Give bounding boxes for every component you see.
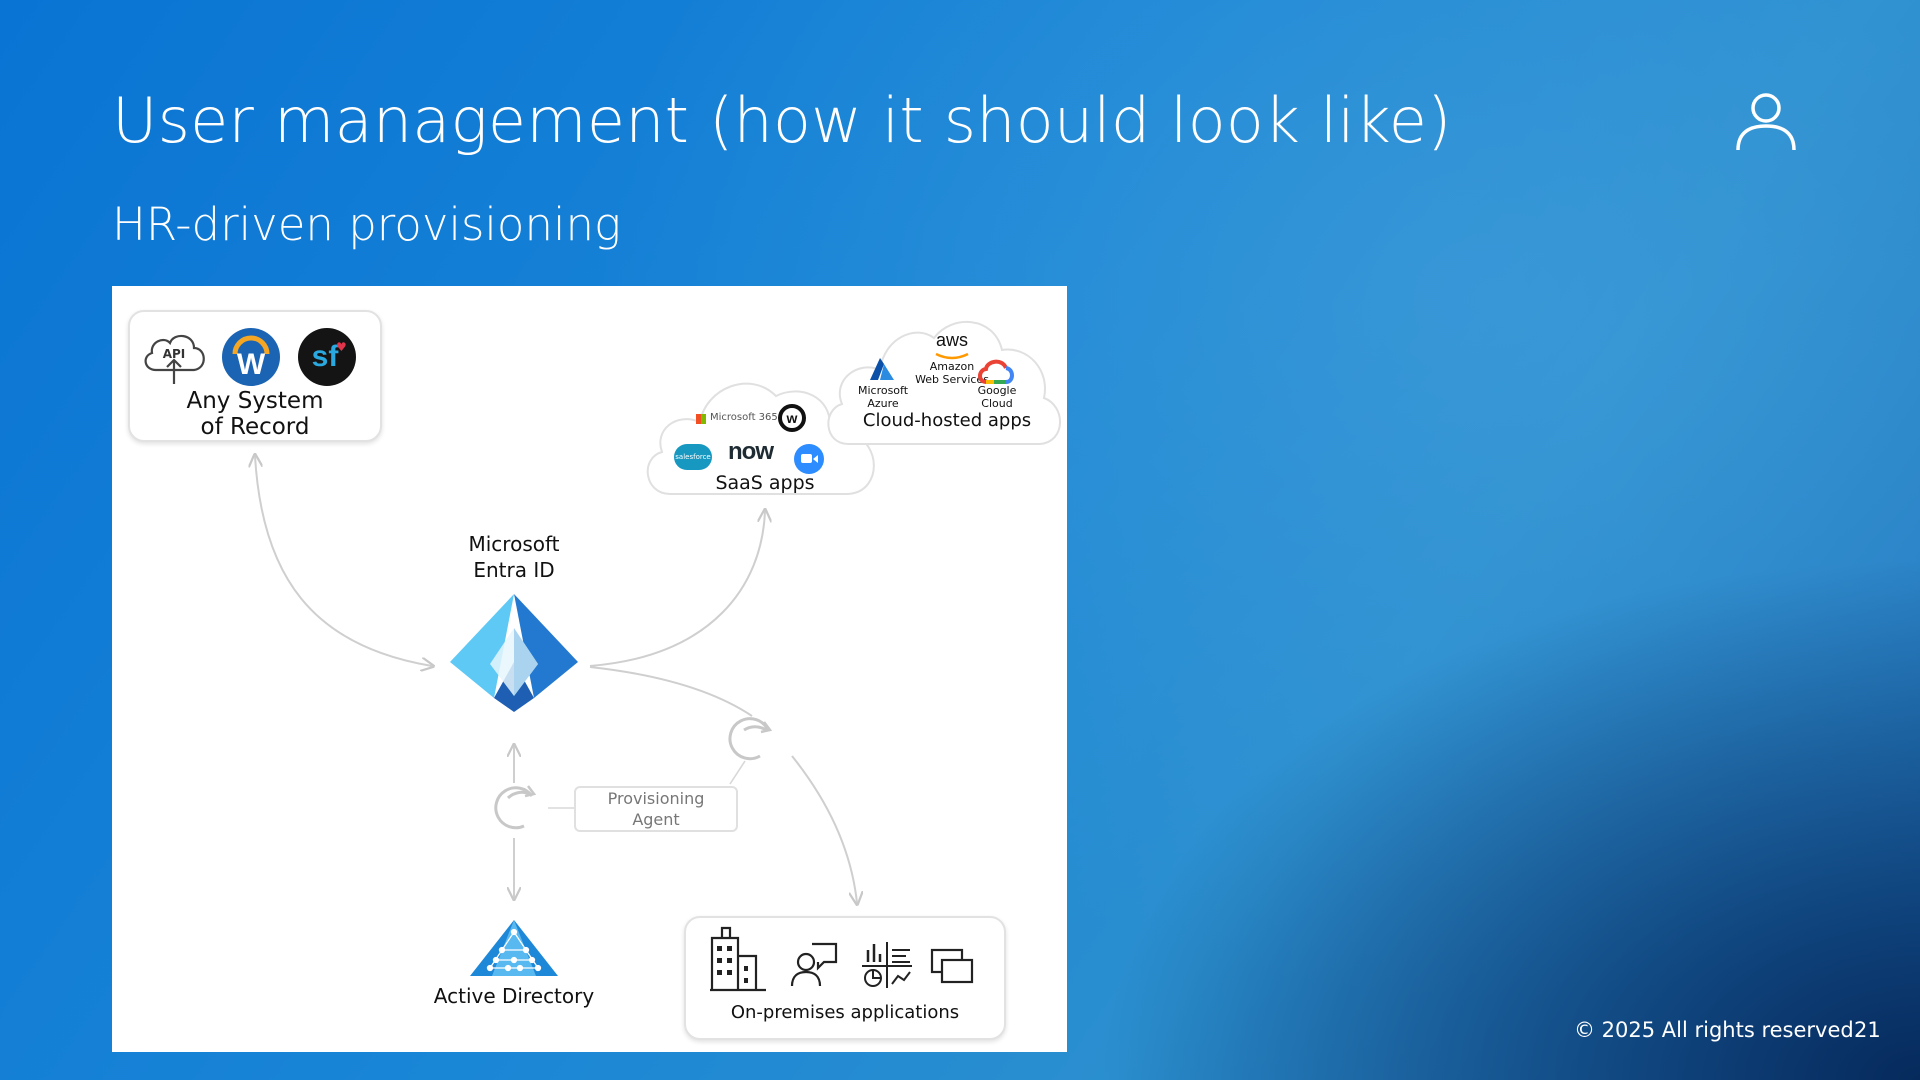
active-directory-pyramid-icon — [470, 920, 558, 976]
heart-icon: ♥ — [336, 340, 347, 354]
entra-label-line1: Microsoft — [468, 532, 560, 556]
successfactors-logo: sf ♥ — [298, 328, 356, 386]
active-directory-label: Active Directory — [433, 984, 595, 1008]
zoom-logo — [794, 444, 824, 474]
api-label: API — [163, 347, 186, 361]
microsoft-365-logo — [696, 414, 706, 424]
google-cloud-logo — [978, 359, 1014, 384]
slide-title: User management (how it should look like… — [112, 84, 1452, 157]
user-chat-icon — [790, 942, 838, 987]
chart-icon — [862, 942, 912, 988]
sync-icon-lower — [494, 785, 537, 830]
azure-label-line2: Azure — [867, 397, 899, 410]
microsoft-365-label: Microsoft 365 — [710, 412, 778, 423]
workplace-logo: w — [778, 404, 806, 432]
azure-logo — [870, 358, 894, 380]
aws-smile-icon — [935, 352, 969, 360]
workday-letter: W — [236, 348, 266, 381]
google-cloud-label-line2: Cloud — [981, 397, 1013, 410]
connector-lines — [112, 286, 1067, 1052]
entra-id-pyramid-icon — [450, 594, 578, 712]
provisioning-agent-label-line1: Provisioning — [607, 789, 705, 808]
user-outline-icon — [1736, 93, 1796, 151]
saas-apps-label: SaaS apps — [715, 472, 815, 494]
system-of-record-label-line1: Any System — [186, 388, 324, 414]
windows-stack-icon — [930, 948, 974, 984]
provisioning-diagram: API W sf ♥ Any System of Record Microsof… — [112, 286, 1067, 1052]
system-of-record-label-line2: of Record — [200, 414, 310, 440]
servicenow-logo: now — [728, 438, 774, 465]
on-prem-apps-label: On-premises applications — [730, 1002, 960, 1023]
aws-logo: aws — [935, 330, 968, 350]
aws-label-line2: Web Services — [915, 373, 989, 386]
azure-label-line1: Microsoft — [857, 384, 909, 397]
slide-subtitle: HR-driven provisioning — [112, 198, 621, 251]
sync-icon-upper — [728, 717, 773, 761]
cloud-api-icon: API — [144, 334, 205, 384]
on-prem-apps-box: On-premises applications — [684, 916, 1006, 1040]
system-of-record-box: API W sf ♥ Any System of Record — [128, 310, 382, 442]
provisioning-agent-label-line2: Agent — [632, 810, 680, 829]
google-cloud-label-line1: Google — [977, 384, 1017, 397]
entra-label-line2: Entra ID — [473, 558, 555, 582]
aws-label-line1: Amazon — [929, 360, 975, 373]
page-number: 21 — [1854, 1018, 1881, 1042]
building-icon — [710, 926, 766, 992]
workday-logo: W — [222, 328, 280, 386]
cloud-hosted-cloud-shape — [827, 320, 1061, 445]
provisioning-agent-box: Provisioning Agent — [574, 786, 738, 832]
successfactors-letters: sf — [311, 340, 339, 373]
salesforce-logo: salesforce — [674, 444, 712, 470]
footer-copyright: © 2025 All rights reserved. — [1574, 1018, 1861, 1042]
cloud-hosted-apps-label: Cloud-hosted apps — [862, 410, 1032, 431]
